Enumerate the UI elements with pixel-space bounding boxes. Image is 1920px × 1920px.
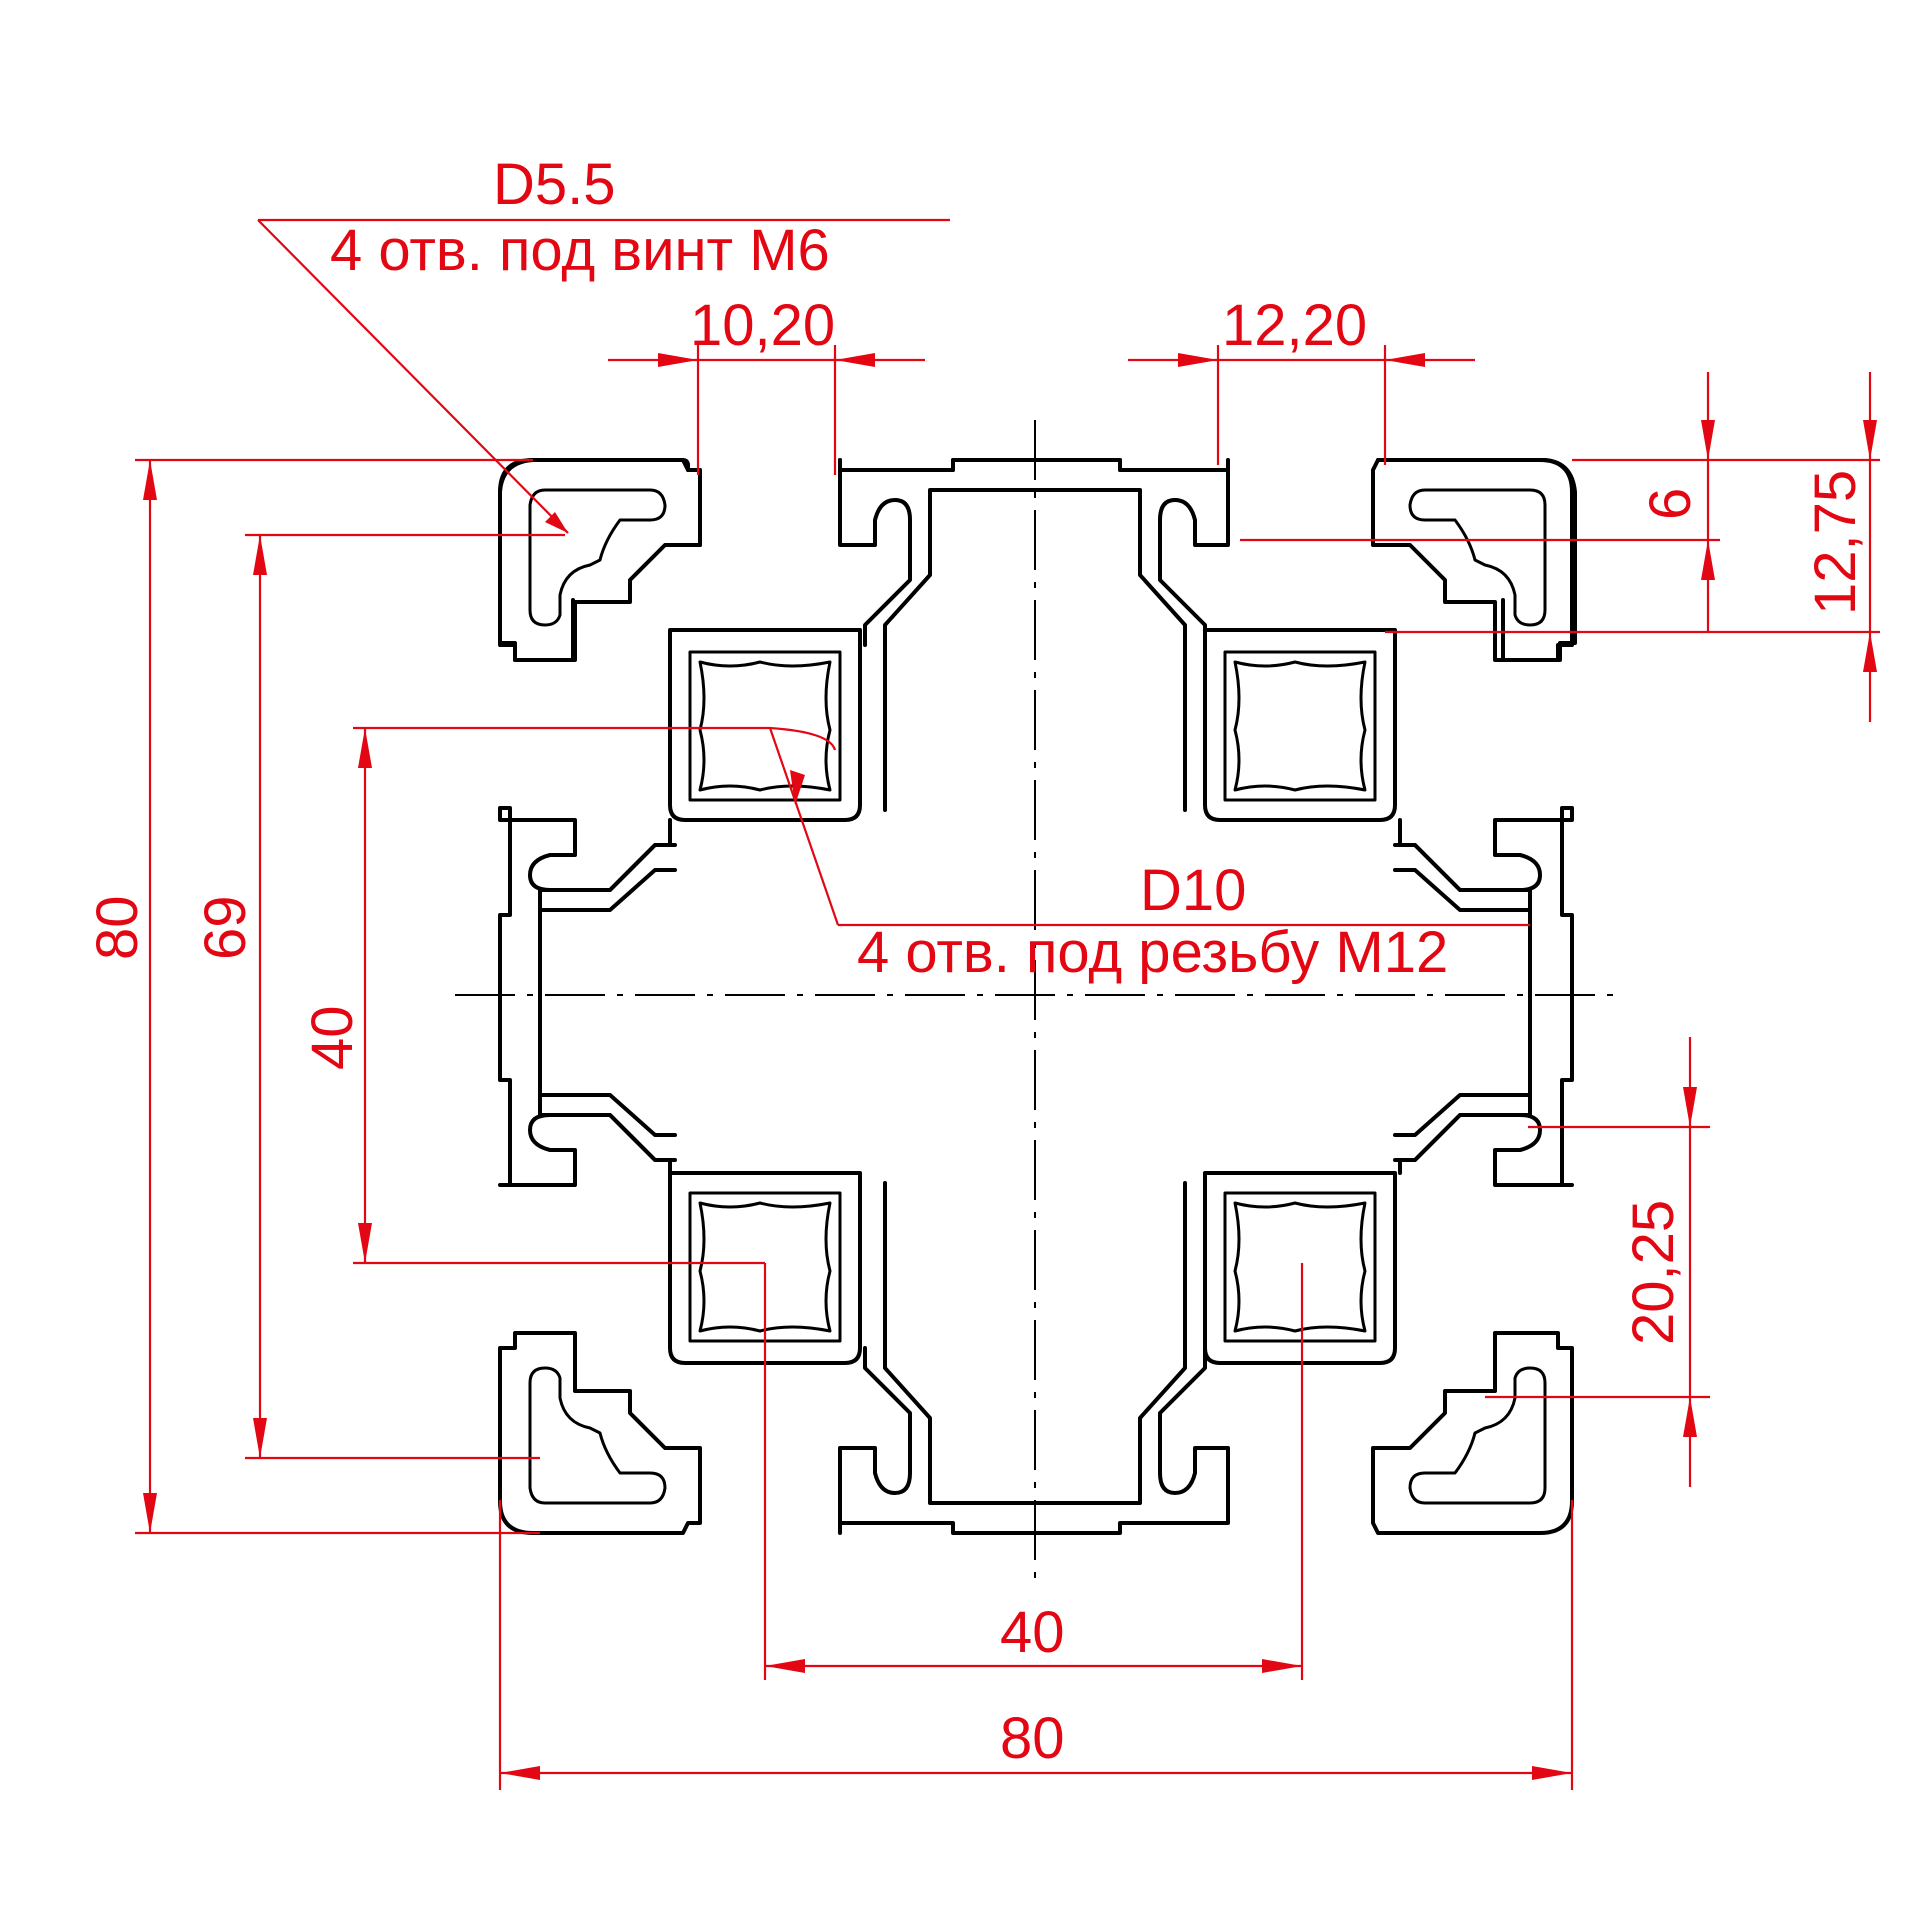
hole-small-note: 4 отв. под винт М6 <box>330 218 830 283</box>
dim-hole-span-vertical: 69 <box>193 895 258 960</box>
corner-top-right <box>1371 458 1574 662</box>
keyhole-bottom-right <box>1408 1366 1547 1505</box>
dim-slot-top-right: 12,20 <box>1222 293 1367 358</box>
tube-bottom-left <box>668 1171 862 1365</box>
hole-large-note: 4 отв. под резьбу М12 <box>857 920 1448 985</box>
right-middle-web <box>1393 806 1574 1187</box>
profile-80x80 <box>455 420 1620 1578</box>
tube-top-left <box>668 628 862 822</box>
dimension-layer: D5.5 4 отв. под винт М6 10,20 12,20 6 12… <box>85 152 1880 1790</box>
dim-offset-right: 20,25 <box>1621 1200 1686 1345</box>
bottom-middle-web <box>838 1181 1230 1535</box>
dim-overall-width: 80 <box>1000 1706 1065 1771</box>
keyhole-top-left <box>528 488 667 627</box>
dim-depth-small: 6 <box>1638 488 1703 520</box>
top-middle-web <box>838 458 1230 647</box>
hole-small-diameter-label: D5.5 <box>493 152 616 217</box>
corner-bottom-left <box>498 1331 702 1535</box>
corner-top-left <box>498 458 702 662</box>
hole-large-diameter-label: D10 <box>1140 858 1246 923</box>
dim-inner-span-vertical: 40 <box>300 1005 365 1070</box>
dim-depth-large: 12,75 <box>1803 470 1868 615</box>
keyhole-top-right <box>1408 488 1547 627</box>
tube-top-right <box>1203 628 1397 822</box>
dim-slot-top-left: 10,20 <box>690 293 835 358</box>
keyhole-bottom-left <box>528 1366 667 1505</box>
tube-bottom-right <box>1203 1171 1397 1365</box>
dim-inner-span-horizontal: 40 <box>1000 1600 1065 1665</box>
central-channel <box>538 818 1532 1175</box>
central-bore-outline <box>883 488 1187 812</box>
dim-overall-height: 80 <box>85 895 150 960</box>
left-middle-web <box>498 806 677 1187</box>
